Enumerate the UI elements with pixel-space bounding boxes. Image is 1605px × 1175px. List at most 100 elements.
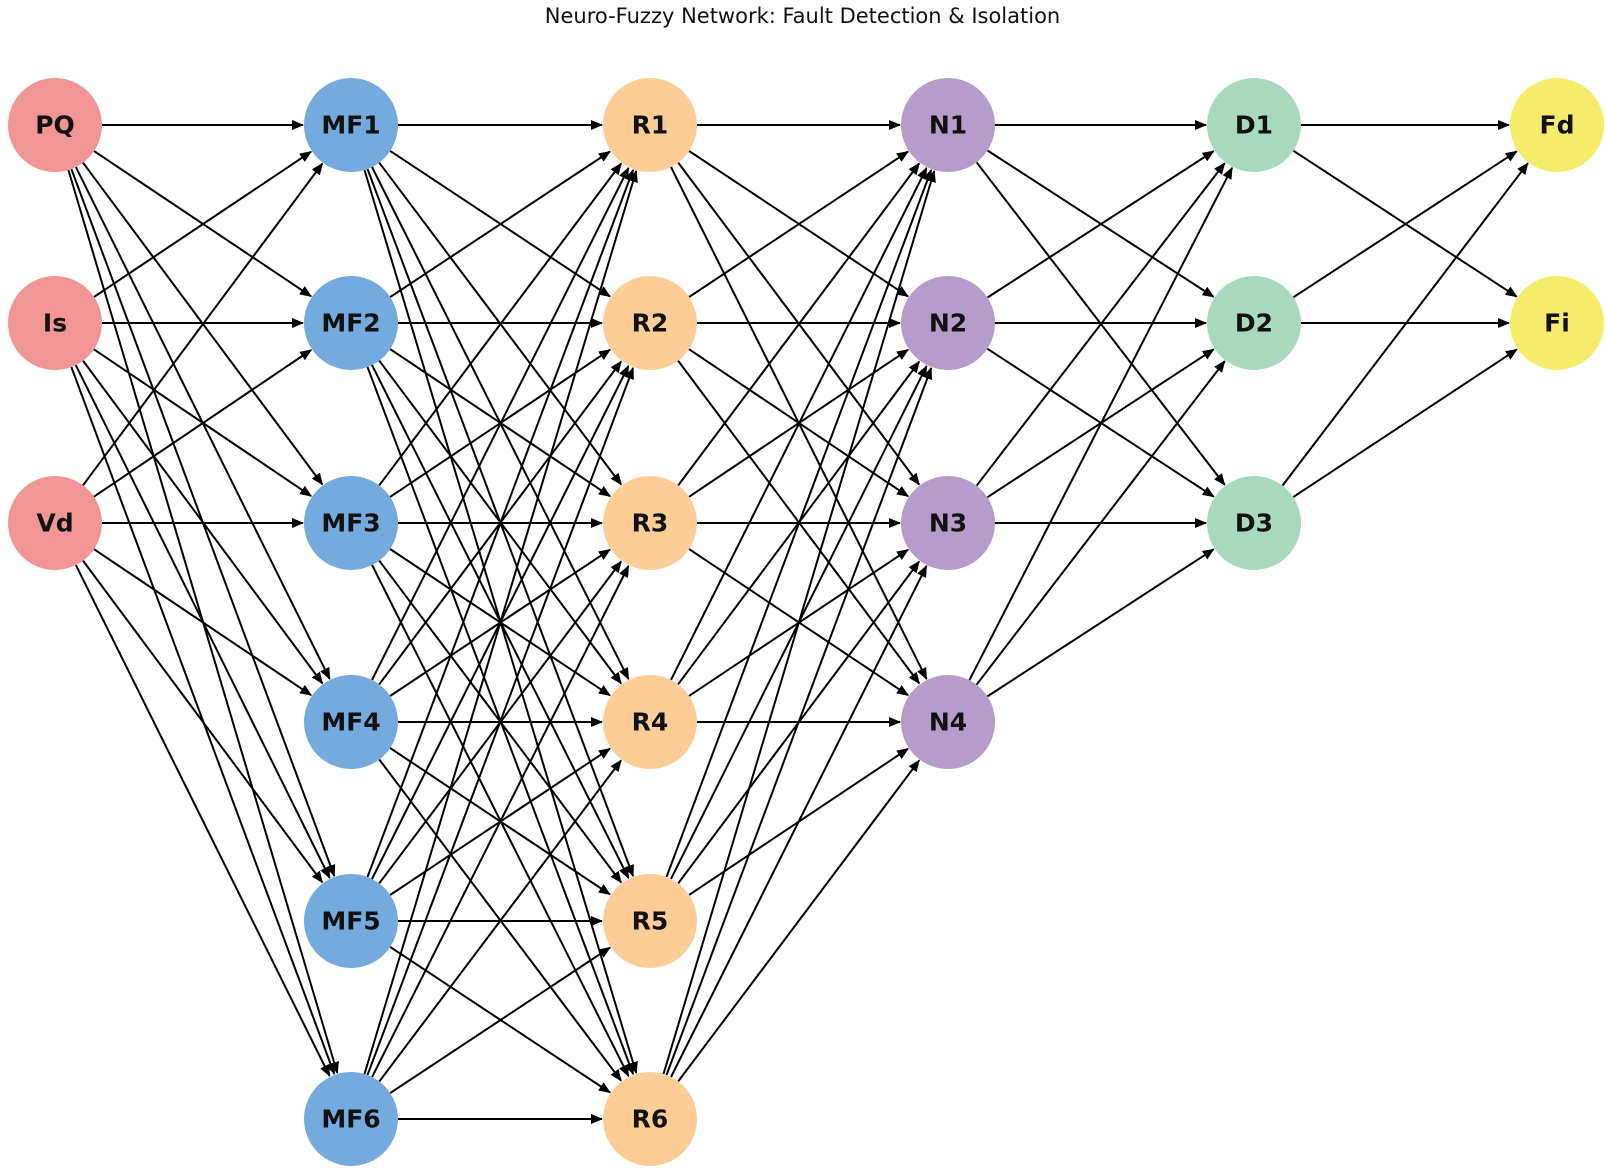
node-label-is: Is [43,309,67,338]
node-label-vd: Vd [36,509,73,538]
node-circle-r4 [603,675,697,769]
node-n1: N1 [901,78,995,172]
node-label-d2: D2 [1235,309,1273,338]
node-circle-vd [8,476,102,570]
node-circle-n4 [901,675,995,769]
node-label-n2: N2 [929,309,967,338]
node-circle-d3 [1207,476,1301,570]
edge-n3-to-d1 [975,162,1226,487]
node-circle-r5 [603,874,697,968]
edge-is-to-mf1 [93,150,312,298]
node-circle-mf2 [304,276,398,370]
node-circle-r6 [603,1072,697,1166]
edge-n2-to-d1 [986,150,1215,299]
node-label-mf2: MF2 [321,309,380,338]
node-circle-fd [1510,78,1604,172]
node-circle-d2 [1207,276,1301,370]
node-d2: D2 [1207,276,1301,370]
node-mf4: MF4 [304,675,398,769]
node-label-r2: R2 [632,309,669,338]
edge-r6-to-n4 [677,759,920,1083]
node-r4: R4 [603,675,697,769]
node-circle-r1 [603,78,697,172]
edge-d2-to-fd [1292,150,1518,299]
node-circle-fi [1510,276,1604,370]
node-fd: Fd [1510,78,1604,172]
edge-r6-to-n3 [670,565,928,1078]
edge-r3-to-n1 [677,162,921,486]
node-label-d3: D3 [1235,509,1273,538]
node-n3: N3 [901,476,995,570]
node-circle-mf6 [304,1072,398,1166]
edge-mf6-to-r5 [389,946,611,1094]
node-circle-mf5 [304,874,398,968]
node-r6: R6 [603,1072,697,1166]
node-label-fd: Fd [1540,111,1575,140]
node-r1: R1 [603,78,697,172]
diagram-title: Neuro-Fuzzy Network: Fault Detection & I… [544,4,1061,28]
node-label-n4: N4 [929,708,967,737]
node-circle-n2 [901,276,995,370]
edge-mf3-to-r1 [378,162,622,487]
edge-r4-to-n1 [670,167,928,681]
node-mf2: MF2 [304,276,398,370]
edge-mf2-to-r1 [389,150,611,298]
node-r5: R5 [603,874,697,968]
node-r3: R3 [603,476,697,570]
node-circle-mf4 [304,675,398,769]
node-mf6: MF6 [304,1072,398,1166]
node-pq: PQ [8,78,102,172]
node-circle-r2 [603,276,697,370]
edge-vd-to-mf5 [82,560,324,884]
edge-mf6-to-r3 [371,565,630,1078]
node-mf3: MF3 [304,476,398,570]
node-label-n1: N1 [929,111,967,140]
node-n2: N2 [901,276,995,370]
node-circle-n1 [901,78,995,172]
node-d1: D1 [1207,78,1301,172]
edge-mf4-to-r1 [371,167,630,681]
node-mf1: MF1 [304,78,398,172]
edge-vd-to-mf1 [82,162,324,486]
node-label-r4: R4 [632,708,669,737]
node-label-pq: PQ [35,111,75,140]
edge-mf6-to-r2 [366,366,635,1076]
node-circle-mf1 [304,78,398,172]
node-is: Is [8,276,102,370]
edge-n4-to-d1 [968,166,1233,681]
node-vd: Vd [8,476,102,570]
edge-r5-to-n1 [665,169,933,878]
node-label-r5: R5 [632,907,669,936]
edge-mf5-to-r1 [366,168,635,878]
node-label-n3: N3 [929,509,967,538]
edge-d3-to-fi [1292,348,1518,498]
edge-r6-to-n1 [662,170,936,1075]
edge-r2-to-n1 [688,150,909,298]
node-circle-mf3 [304,476,398,570]
node-label-fi: Fi [1544,309,1570,338]
node-label-mf5: MF5 [321,907,380,936]
edge-d3-to-fd [1281,162,1529,487]
node-label-mf1: MF1 [321,111,380,140]
node-label-r6: R6 [632,1105,669,1134]
node-n4: N4 [901,675,995,769]
edge-mf6-to-r1 [363,170,638,1075]
edges-group [67,120,1529,1124]
node-d3: D3 [1207,476,1301,570]
node-label-mf6: MF6 [321,1105,380,1134]
node-circle-pq [8,78,102,172]
node-label-d1: D1 [1235,111,1273,140]
edge-vd-to-mf6 [75,564,331,1077]
node-fi: Fi [1510,276,1604,370]
node-label-r3: R3 [632,509,669,538]
node-circle-d1 [1207,78,1301,172]
node-label-mf3: MF3 [321,509,380,538]
node-mf5: MF5 [304,874,398,968]
node-circle-r3 [603,476,697,570]
edge-vd-to-mf4 [93,548,313,697]
node-label-r1: R1 [632,111,669,140]
edge-vd-to-mf2 [93,349,313,498]
node-circle-n3 [901,476,995,570]
